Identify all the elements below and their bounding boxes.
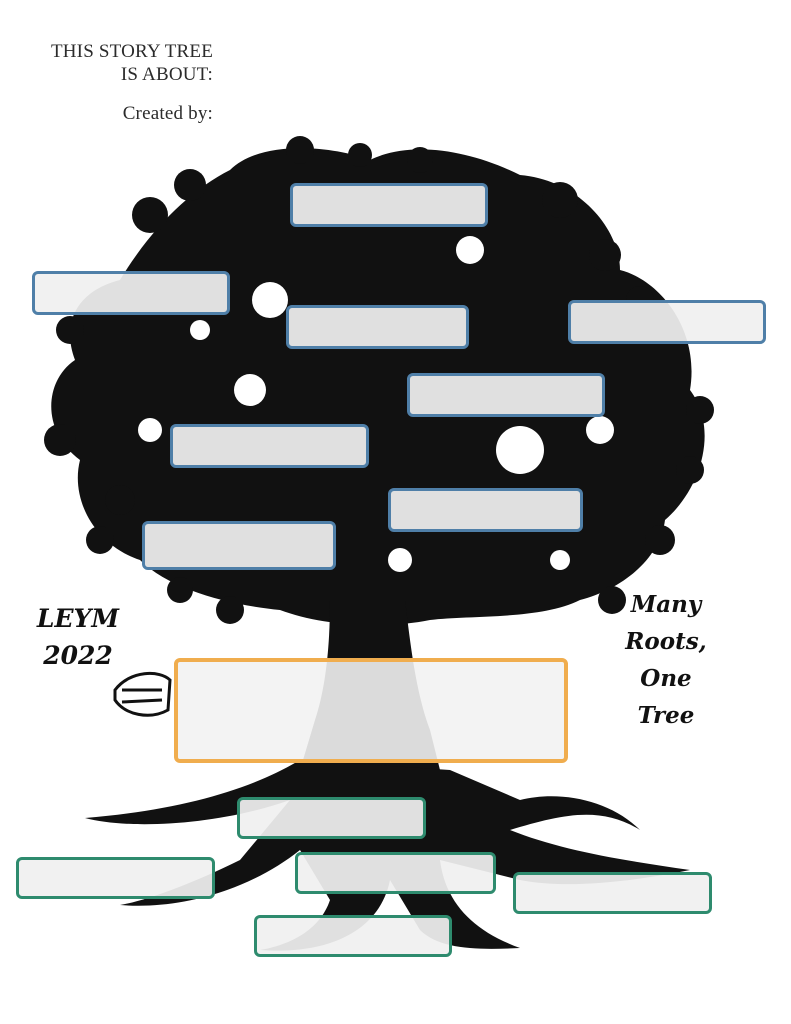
created-by-label: Created by: <box>122 103 213 124</box>
branch-field-1[interactable] <box>290 183 488 227</box>
leym-caption: LEYM 2022 <box>28 600 128 674</box>
many-roots-caption: Many Roots, One Tree <box>600 586 732 734</box>
branch-field-5[interactable] <box>407 373 605 417</box>
leym-caption-line1: LEYM <box>36 604 120 633</box>
root-field-5[interactable] <box>254 915 452 957</box>
root-field-4[interactable] <box>513 872 712 914</box>
trunk-field[interactable] <box>174 658 568 763</box>
root-field-3[interactable] <box>295 852 496 894</box>
many-roots-caption-line1: Many <box>630 591 702 618</box>
root-field-2[interactable] <box>16 857 215 899</box>
branch-field-6[interactable] <box>170 424 369 468</box>
many-roots-caption-line3: Tree <box>637 702 695 729</box>
branch-field-2[interactable] <box>32 271 230 315</box>
branch-field-3[interactable] <box>286 305 469 349</box>
story-tree-title-line2: IS ABOUT: <box>120 64 213 85</box>
many-roots-caption-line2: Roots, One <box>625 628 707 692</box>
ribbon-scroll-icon <box>113 671 172 717</box>
branch-field-8[interactable] <box>142 521 336 570</box>
branch-field-7[interactable] <box>388 488 583 532</box>
story-tree-title-line1: THIS STORY TREE <box>50 41 213 62</box>
leym-caption-line2: 2022 <box>43 641 113 670</box>
branch-field-4[interactable] <box>568 300 766 344</box>
root-field-1[interactable] <box>237 797 426 839</box>
